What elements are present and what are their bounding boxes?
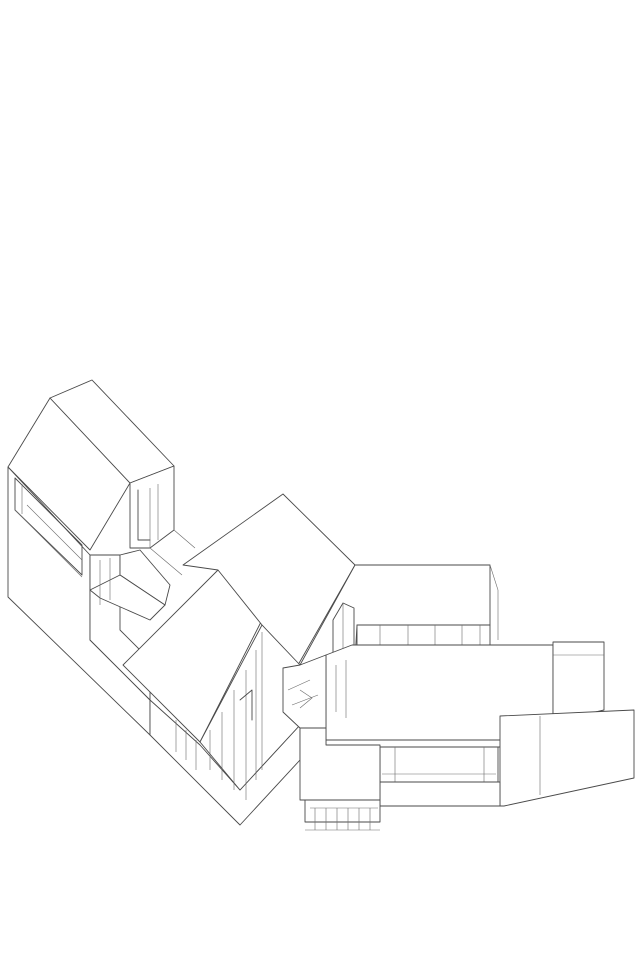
south-lower-level xyxy=(299,727,501,831)
northeast-block xyxy=(299,564,499,666)
west-gabled-volume xyxy=(7,379,175,736)
porch-deck xyxy=(304,799,381,823)
inner-court xyxy=(282,654,347,729)
central-pitched-volume xyxy=(122,493,356,826)
inner-court-wall xyxy=(282,654,327,729)
link-roof xyxy=(119,549,171,606)
west-volume-gable-opening xyxy=(137,489,151,541)
east-deck-lower xyxy=(499,709,635,807)
west-volume-gable-end xyxy=(129,465,175,549)
link-step xyxy=(89,574,166,621)
south-glazing xyxy=(379,746,499,783)
northeast-window-band xyxy=(356,624,491,646)
west-volume-window xyxy=(14,477,83,576)
east-flat-wing xyxy=(325,641,635,807)
south-base xyxy=(379,781,501,807)
east-deck-upper xyxy=(552,641,605,723)
